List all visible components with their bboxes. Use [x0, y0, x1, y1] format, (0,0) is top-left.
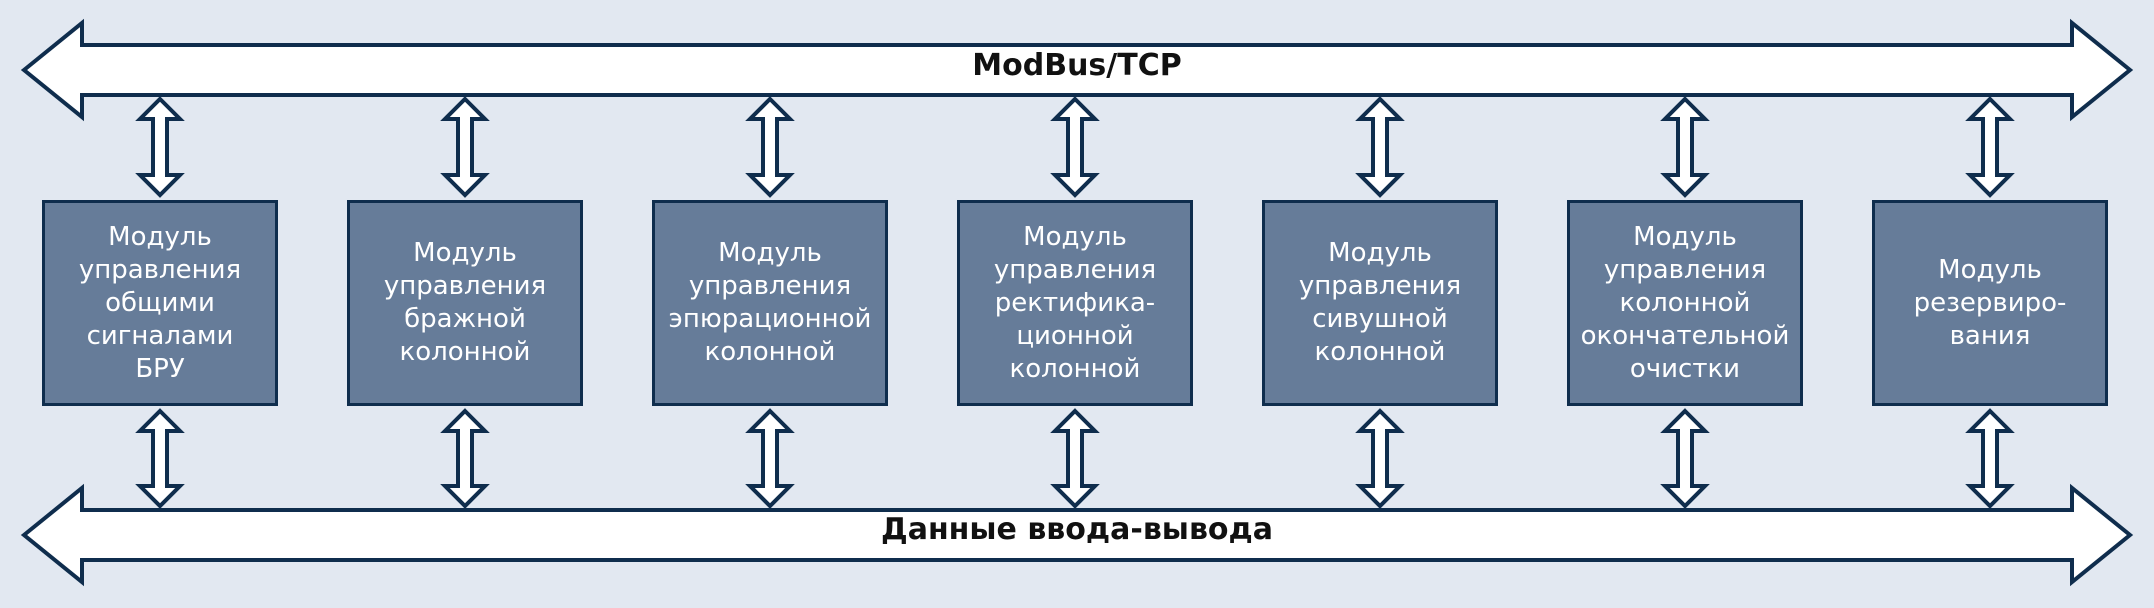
connector-arrow-bottom [1965, 408, 2015, 509]
bottom-bus-label: Данные ввода-вывода [880, 512, 1274, 547]
module-label: Модуль резервиро- вания [1913, 254, 2067, 351]
connector-arrow-top [1660, 96, 1710, 198]
module-label: Модуль управления общими сигналами БРУ [78, 221, 242, 384]
connector-arrow-top [1050, 96, 1100, 198]
connector-arrow-top [440, 96, 490, 198]
connector-arrow-bottom [1660, 408, 1710, 509]
module-label: Модуль управления ректифика- ционной кол… [993, 221, 1157, 384]
connector-arrow-top [1965, 96, 2015, 198]
module-fusel-column: Модуль управления сивушной колонной [1262, 200, 1498, 406]
connector-arrow-bottom [1355, 408, 1405, 509]
connector-arrow-top [135, 96, 185, 198]
module-rectification-column: Модуль управления ректифика- ционной кол… [957, 200, 1193, 406]
module-reserve: Модуль резервиро- вания [1872, 200, 2108, 406]
module-label: Модуль управления эпюрационной колонной [668, 238, 872, 367]
module-mash-column: Модуль управления бражной колонной [347, 200, 583, 406]
connector-arrow-bottom [440, 408, 490, 509]
top-bus-arrow [20, 18, 2134, 122]
module-label: Модуль управления колонной окончательной… [1580, 221, 1790, 384]
connector-arrow-top [745, 96, 795, 198]
top-bus-label: ModBus/TCP [972, 48, 1182, 83]
module-final-purification-column: Модуль управления колонной окончательной… [1567, 200, 1803, 406]
connector-arrow-bottom [745, 408, 795, 509]
connector-arrow-bottom [1050, 408, 1100, 509]
module-label: Модуль управления бражной колонной [383, 238, 547, 367]
module-epuration-column: Модуль управления эпюрационной колонной [652, 200, 888, 406]
connector-arrow-bottom [135, 408, 185, 509]
module-general-signals: Модуль управления общими сигналами БРУ [42, 200, 278, 406]
connector-arrow-top [1355, 96, 1405, 198]
module-label: Модуль управления сивушной колонной [1298, 238, 1462, 367]
bottom-bus-arrow [20, 483, 2134, 587]
